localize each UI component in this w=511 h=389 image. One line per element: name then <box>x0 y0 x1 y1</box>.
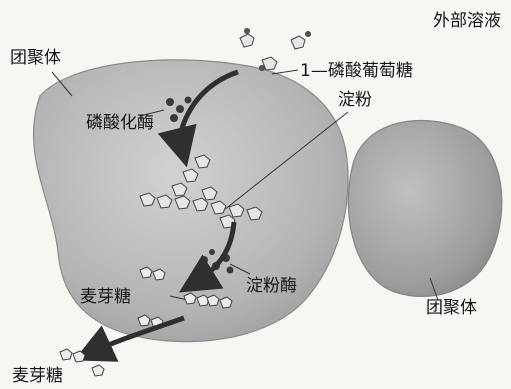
label-coacervate-left: 团聚体 <box>10 50 61 67</box>
label-glucose-phosphate: 1—磷酸葡萄糖 <box>300 63 413 80</box>
label-starch: 淀粉 <box>338 92 372 109</box>
label-amylase: 淀粉酶 <box>246 278 297 295</box>
label-maltose-outside: 麦芽糖 <box>12 368 63 385</box>
label-phosphorylase: 磷酸化酶 <box>86 115 154 132</box>
leader-glucose-phosphate <box>272 70 298 74</box>
label-outer-solution: 外部溶液 <box>433 13 501 30</box>
label-maltose-inside: 麦芽糖 <box>80 289 131 306</box>
label-coacervate-right: 团聚体 <box>426 300 477 317</box>
maltose-outside-molecules <box>60 349 104 376</box>
coacervate-right <box>348 121 501 297</box>
